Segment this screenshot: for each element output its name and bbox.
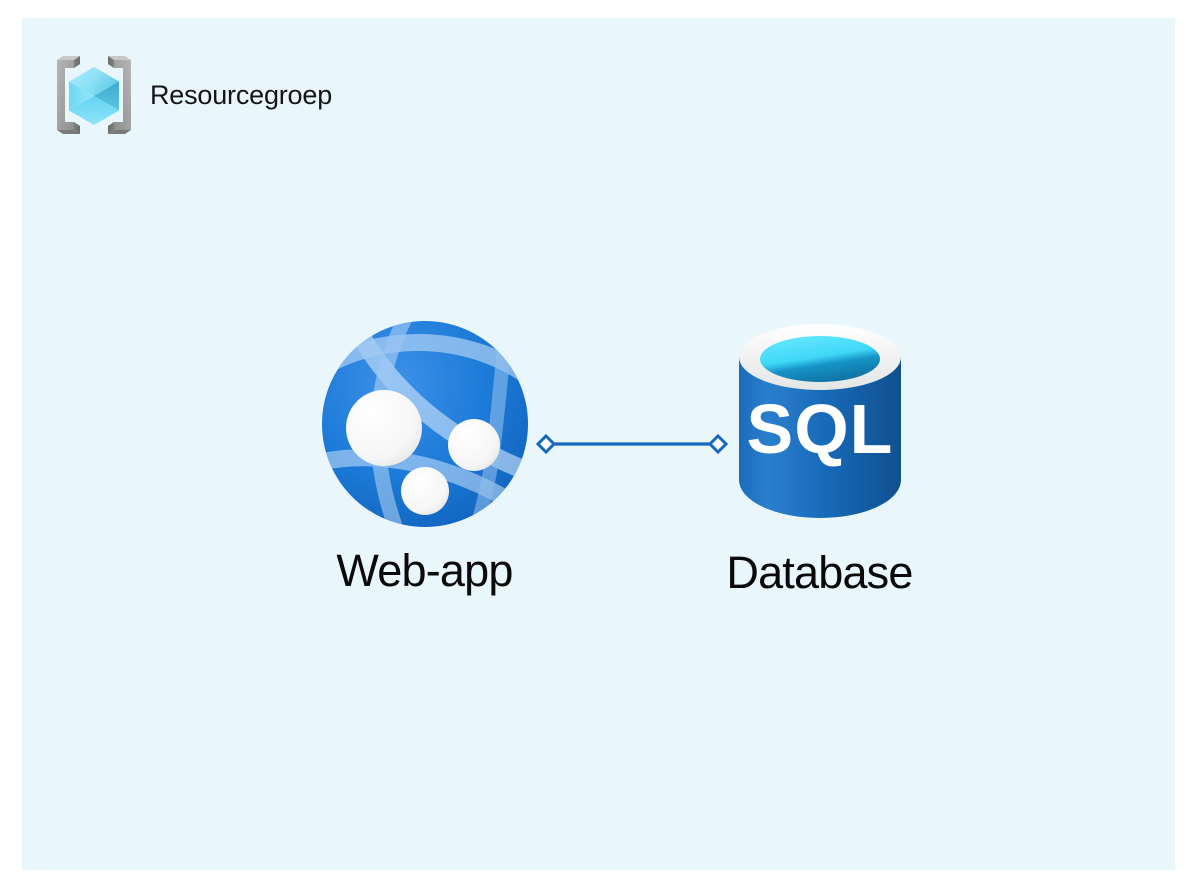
resource-group-cube-icon bbox=[52, 53, 136, 137]
connector-endpoint-diamond-right bbox=[707, 433, 729, 455]
node-database-label: Database bbox=[726, 547, 913, 598]
azure-sql-database-cylinder-icon: SQL bbox=[729, 318, 911, 532]
webapp-node-dot-right bbox=[447, 419, 500, 471]
connector-endpoint-diamond-left bbox=[535, 433, 557, 455]
resource-group-header[interactable]: Resourcegroep bbox=[52, 53, 332, 137]
connector-webapp-to-database[interactable] bbox=[530, 422, 734, 466]
database-sql-wordmark: SQL bbox=[746, 390, 893, 468]
node-webapp-label: Web-app bbox=[336, 545, 513, 596]
webapp-node-dot-bottom bbox=[400, 467, 449, 515]
diagram-canvas: Resourcegroep bbox=[22, 18, 1175, 870]
resource-group-title: Resourcegroep bbox=[150, 79, 333, 110]
webapp-node-dot-large bbox=[345, 390, 422, 466]
node-database[interactable]: SQL Database bbox=[692, 318, 947, 595]
database-top-inner bbox=[759, 336, 880, 382]
node-webapp[interactable]: Web-app bbox=[297, 318, 552, 593]
azure-web-app-globe-icon bbox=[319, 318, 531, 530]
